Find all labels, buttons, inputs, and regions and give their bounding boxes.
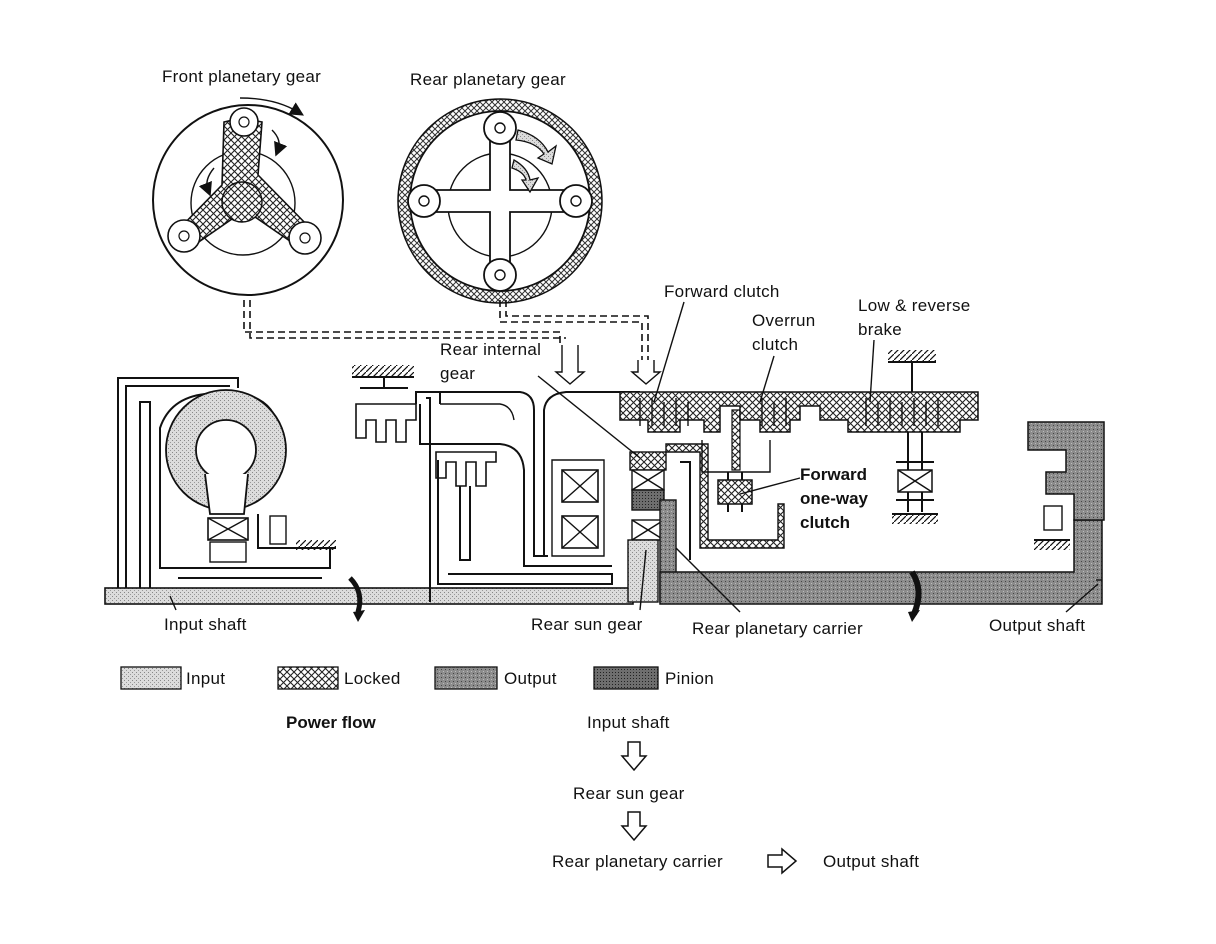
label-rear-sun-gear: Rear sun gear: [531, 615, 643, 634]
label-forward-oneway-3: clutch: [800, 513, 850, 532]
legend-swatch-input: [120, 666, 182, 690]
legend-swatch-output: [434, 666, 498, 690]
power-flow-step-4: Output shaft: [823, 852, 919, 871]
label-front-planetary: Front planetary gear: [162, 67, 321, 86]
label-forward-clutch: Forward clutch: [664, 282, 780, 301]
label-rear-internal-2: gear: [440, 364, 475, 383]
label-output-shaft: Output shaft: [989, 616, 1085, 635]
label-rear-planetary: Rear planetary gear: [410, 70, 566, 89]
label-input-shaft: Input shaft: [164, 615, 247, 634]
power-flow-step-3: Rear planetary carrier: [552, 852, 723, 871]
label-leaders: [169, 301, 1099, 613]
leader-rear: [499, 300, 643, 360]
right-arrow-icon: [767, 847, 798, 875]
label-forward-oneway-1: Forward: [800, 465, 867, 484]
legend-label-input: Input: [186, 669, 225, 688]
diagram-labels: Front planetary gear Rear planetary gear…: [162, 67, 1085, 638]
power-flow-step-1: Input shaft: [587, 713, 670, 732]
output-shaft-body: [659, 421, 1105, 622]
label-rear-internal-1: Rear internal: [440, 340, 541, 359]
down-arrow-icon: [620, 741, 648, 772]
label-overrun-clutch-2: clutch: [752, 335, 798, 354]
legend-label-locked: Locked: [344, 669, 401, 688]
legend-label-pinion: Pinion: [665, 669, 714, 688]
legend-swatch-pinion: [593, 666, 659, 690]
down-arrow-icon: [620, 811, 648, 842]
front-planetary-gear: [152, 97, 344, 296]
rear-planetary-gear: [397, 98, 603, 304]
legend-label-output: Output: [504, 669, 557, 688]
clutch-housing: [619, 350, 979, 433]
power-flow-title: Power flow: [286, 713, 377, 732]
label-forward-oneway-2: one-way: [800, 489, 869, 508]
torque-converter: [105, 377, 336, 603]
power-flow-step-2: Rear sun gear: [573, 784, 685, 803]
low-reverse-support: [892, 432, 938, 524]
label-rear-planetary-carrier: Rear planetary carrier: [692, 619, 863, 638]
legend: Input Locked Output Pinion: [120, 666, 714, 690]
power-flow: Power flow Input shaft Rear sun gear Rea…: [286, 713, 919, 875]
label-low-reverse-2: brake: [858, 320, 902, 339]
front-clutch-pack: [352, 365, 613, 602]
label-low-reverse-1: Low & reverse: [858, 296, 971, 315]
label-overrun-clutch-1: Overrun: [752, 311, 816, 330]
legend-swatch-locked: [277, 666, 339, 690]
